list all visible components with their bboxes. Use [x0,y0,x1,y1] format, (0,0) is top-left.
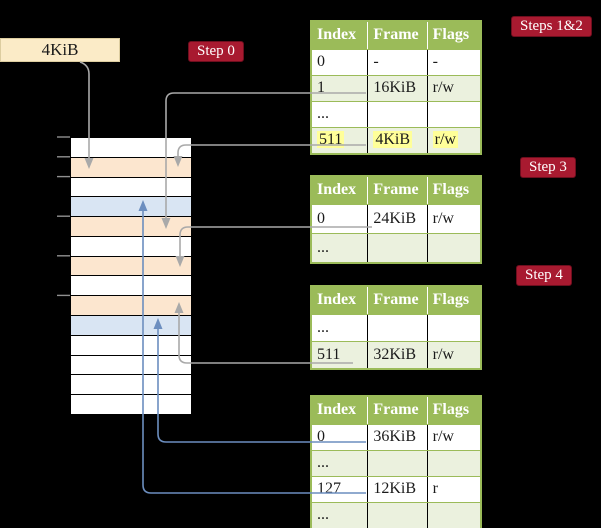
cell-index: 511 [312,128,369,153]
cell-frame: - [368,50,428,75]
memory-frame-row-white [71,138,191,157]
memory-frame-row-white [71,275,191,296]
badge-steps-1-2: Steps 1&2 [511,16,592,37]
cell-flags: r/w [432,210,454,227]
cell-index: 511 [312,342,369,368]
column-header-index: Index [312,177,369,204]
column-header-frame: Frame [368,177,428,204]
column-header-flags: Flags [432,181,470,198]
table-row-highlighted: 511 4KiB r/w [312,127,480,153]
table-row: ... [312,233,480,262]
table-header-row: Index Frame Flags [312,177,480,204]
column-header-frame: Frame [368,22,428,49]
cell-flags [428,234,480,262]
cell-flags: r/w [432,428,454,445]
memory-frame-row-peach [71,295,191,316]
cell-flags: r [432,480,438,497]
cell-flags: r/w [432,346,454,363]
memory-frame-row-peach [71,255,191,276]
cell-flags [428,102,480,127]
physical-memory-column [70,137,192,415]
column-header-frame: Frame [368,397,428,424]
column-header-frame: Frame [368,287,428,314]
column-header-flags: Flags [432,401,470,418]
cell-index: ... [312,451,369,476]
table-row: ... [312,502,480,528]
table-row: 0 36KiB r/w [312,424,480,450]
cell-flags: r/w [428,128,480,153]
page-table-32kib: Index Frame Flags 0 36KiB r/w ... 127 12… [310,395,482,528]
badge-step-0: Step 0 [188,41,244,62]
table-row: 127 12KiB r [312,476,480,502]
column-header-flags: Flags [432,26,470,43]
badge-step-4: Step 4 [516,265,572,286]
highlighted-value: 511 [317,131,345,148]
cell-frame: 4KiB [368,128,428,153]
cell-frame [368,315,428,341]
memory-frame-row-blue [71,315,191,335]
column-header-index: Index [312,287,369,314]
cell-index: ... [312,315,369,341]
table-row: 1 16KiB r/w [312,75,480,101]
cell-frame: 24KiB [368,205,428,233]
table-row: 0 - - [312,49,480,75]
page-table-16kib: Index Frame Flags 0 24KiB r/w ... [310,175,482,264]
highlighted-value: r/w [432,131,458,148]
table-row: ... [312,101,480,127]
cell-flags: - [432,53,438,70]
cell-frame [368,503,428,528]
memory-frame-row-white [71,374,191,395]
cell-frame [368,234,428,262]
cell-frame: 12KiB [368,477,428,502]
cell-index: ... [312,503,369,528]
cell-flags: r/w [432,79,454,96]
table-row: 0 24KiB r/w [312,204,480,233]
table-row: 511 32KiB r/w [312,341,480,368]
memory-frame-row-white [71,354,191,375]
cell-index: ... [312,102,369,127]
table-header-row: Index Frame Flags [312,287,480,314]
cell-index: 0 [312,425,369,450]
memory-frame-row-white [71,394,191,414]
memory-tick-marks [57,136,70,297]
column-header-index: Index [312,22,369,49]
cell-flags [428,315,480,341]
cell-index: 127 [312,477,369,502]
page-size-label: 4KiB [0,38,120,62]
cell-flags [428,451,480,476]
cell-flags [428,503,480,528]
cell-frame: 36KiB [368,425,428,450]
cell-index: 0 [312,50,369,75]
badge-step-3: Step 3 [520,157,576,178]
cell-index: 1 [312,76,369,101]
memory-frame-row-peach [71,156,191,177]
column-header-index: Index [312,397,369,424]
memory-frame-row-blue [71,196,191,217]
page-table-24kib: Index Frame Flags ... 511 32KiB r/w [310,285,482,370]
memory-frame-row-white [71,334,191,355]
cell-frame [368,451,428,476]
table-row: ... [312,450,480,476]
cell-frame: 32KiB [368,342,428,368]
table-header-row: Index Frame Flags [312,22,480,49]
memory-frame-row-white [71,176,191,197]
memory-frame-row-white [71,235,191,256]
cell-index: 0 [312,205,369,233]
column-header-flags: Flags [432,291,470,308]
cell-frame: 16KiB [368,76,428,101]
memory-frame-row-peach [71,216,191,236]
page-table-root: Index Frame Flags 0 - - 1 16KiB r/w ... … [310,20,482,155]
table-row: ... [312,314,480,341]
highlighted-value: 4KiB [373,131,412,148]
cell-index: ... [312,234,369,262]
table-header-row: Index Frame Flags [312,397,480,424]
cell-frame [368,102,428,127]
